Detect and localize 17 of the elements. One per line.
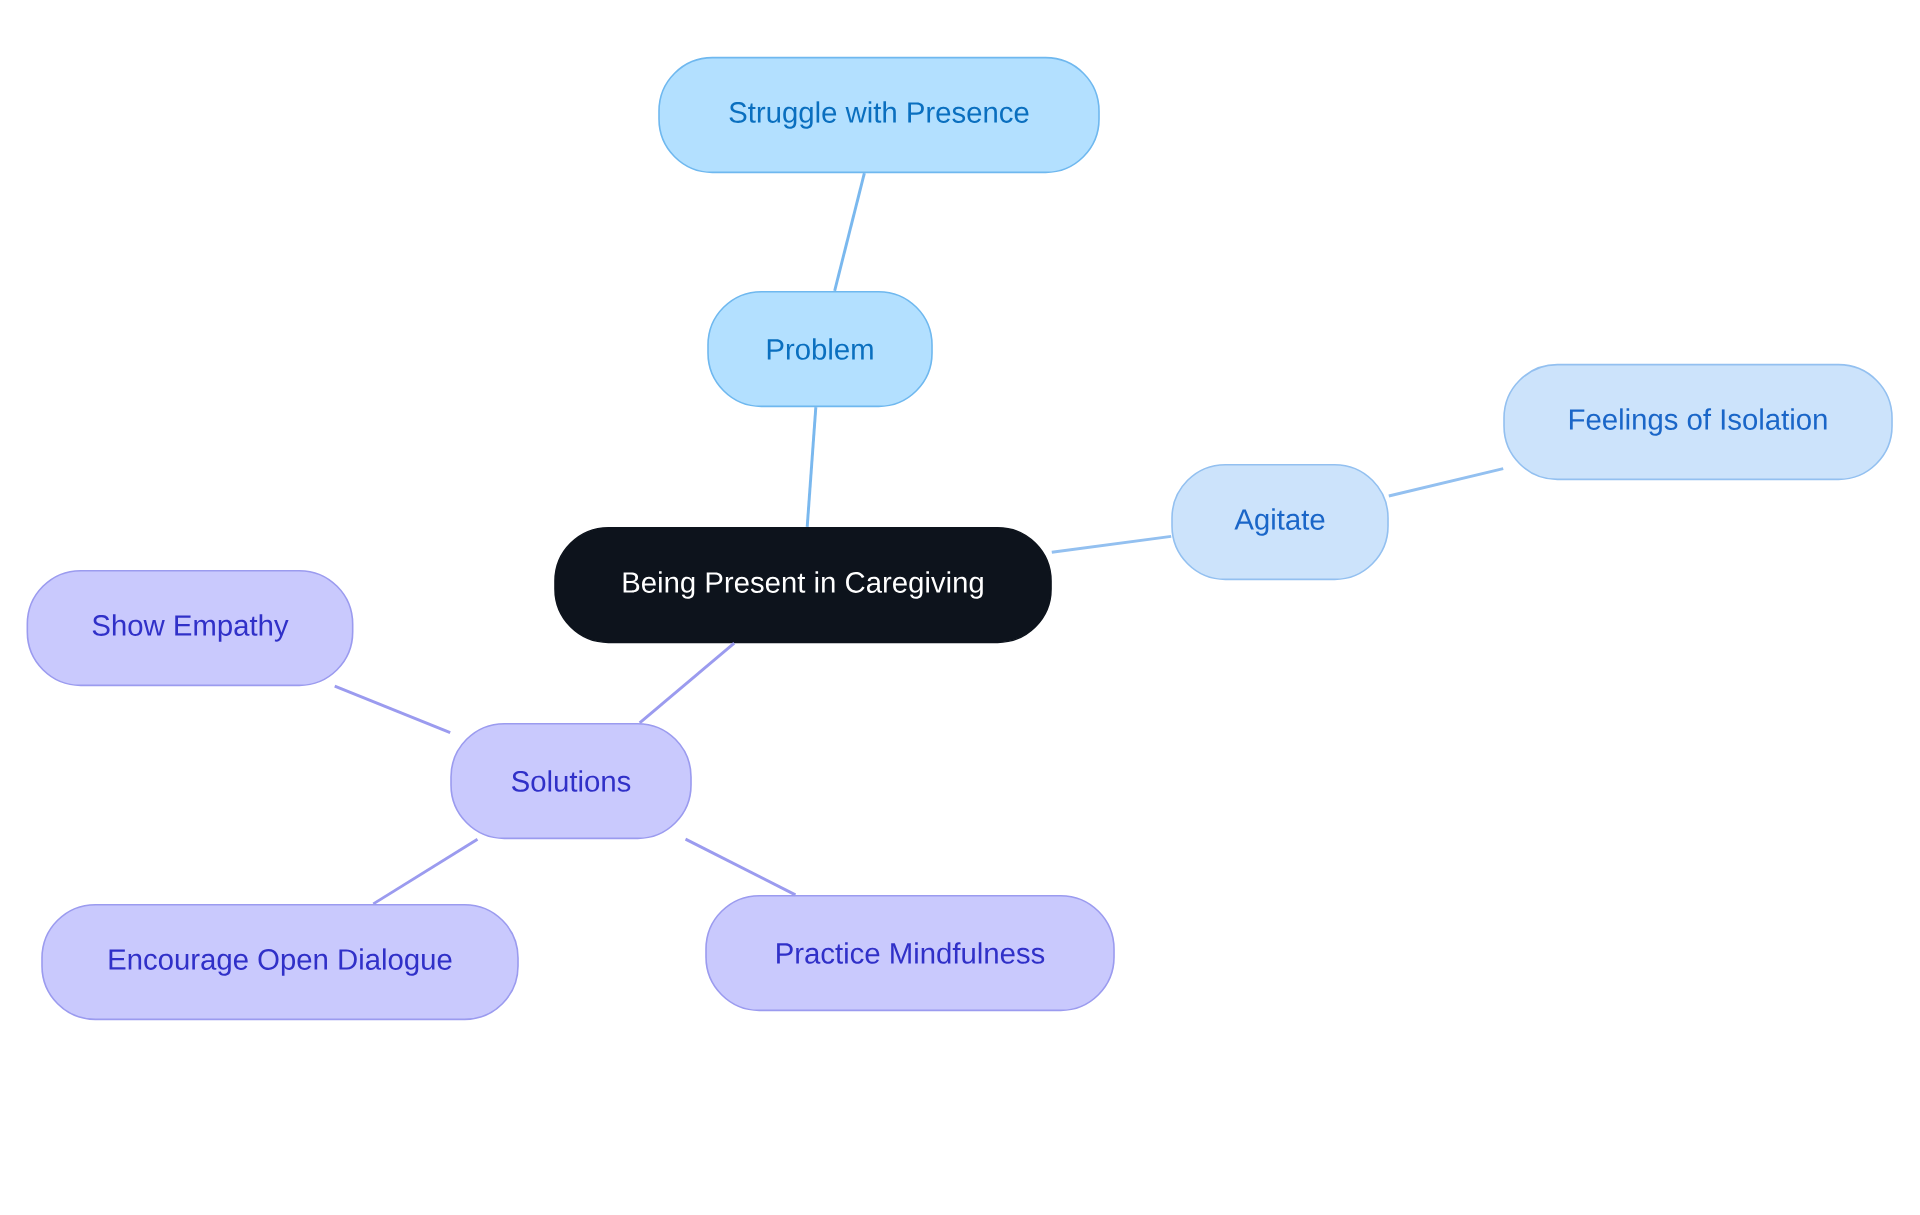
connector-line	[684, 837, 797, 897]
topic-box: Encourage Open Dialogue	[41, 903, 519, 1021]
connector-line	[833, 172, 866, 292]
connector-line	[805, 407, 818, 527]
topic-box: Practice Mindfulness	[705, 894, 1115, 1012]
connector-line	[372, 837, 479, 906]
connector-line	[1388, 467, 1504, 498]
topic-box: Agitate	[1171, 463, 1389, 581]
connector-line	[1051, 534, 1172, 554]
topic-box: Struggle with Presence	[658, 56, 1100, 174]
connector-line	[638, 642, 736, 724]
topic-box: Show Empathy	[26, 569, 354, 687]
topic-box: Feelings of Isolation	[1503, 363, 1893, 481]
topic-box: Solutions	[450, 722, 692, 840]
connector-line	[334, 684, 451, 734]
topic-box: Problem	[707, 290, 933, 408]
central-topic-box: Being Present in Caregiving	[554, 526, 1052, 644]
